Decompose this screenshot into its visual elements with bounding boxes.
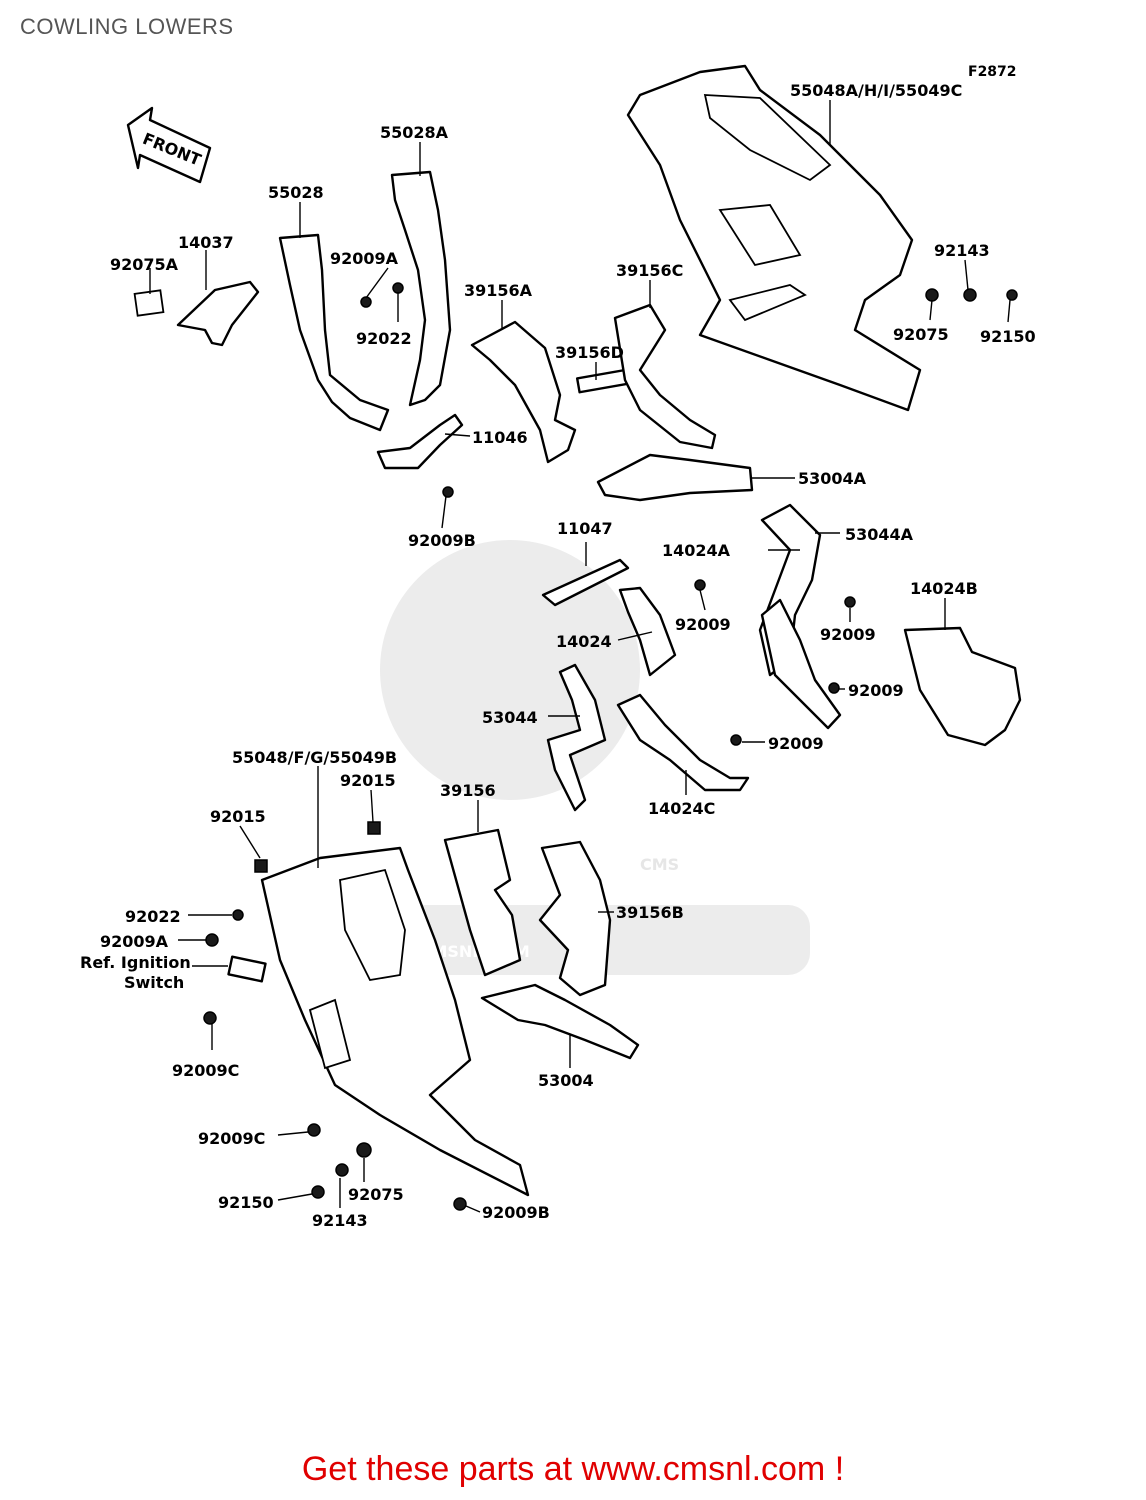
bolt-92009b-lower <box>453 1197 467 1211</box>
callout-label: 39156D <box>555 343 624 362</box>
washer-92022-lower <box>232 909 244 921</box>
inner-panel-55028 <box>278 233 390 432</box>
ref-note-line2: Switch <box>124 973 184 992</box>
exploded-parts-diagram: CMS WWW.CMSNL.COM F2872 FRONT <box>80 64 1036 1230</box>
page-title: COWLING LOWERS <box>20 14 234 39</box>
callout-label: 55048A/H/I/55049C <box>790 81 962 100</box>
pad-39156b <box>538 840 612 997</box>
callout-label: 55028A <box>380 123 449 142</box>
grommet-92143-lower <box>335 1163 349 1177</box>
callout-label: 53044A <box>845 525 914 544</box>
watermark-logo-text: CMS <box>640 855 679 874</box>
callout-label: 92009 <box>768 734 824 753</box>
lower-cowling-slot <box>308 998 352 1070</box>
upper-cowling-vent <box>703 94 832 182</box>
seal-53044 <box>546 663 607 812</box>
callout-label: 92022 <box>125 907 181 926</box>
bracket-14024c <box>616 693 750 792</box>
nut-92075-lower <box>356 1142 372 1158</box>
duct-53004 <box>480 983 640 1060</box>
callout-label: 92009B <box>408 531 476 550</box>
callout-label: 92143 <box>934 241 990 260</box>
callout-label: 92022 <box>356 329 412 348</box>
bolt-92009b <box>442 486 454 498</box>
callout-label: 92009 <box>848 681 904 700</box>
callout-label: 92143 <box>312 1211 368 1230</box>
callout-label: 39156C <box>616 261 683 280</box>
callout-label: 14024 <box>556 632 612 651</box>
callout-label: 92150 <box>980 327 1036 346</box>
bolt-92009-b <box>844 596 856 608</box>
callout-label: 92150 <box>218 1193 274 1212</box>
bracket-14024b <box>903 626 1022 747</box>
callout-labels: 55048A/H/I/55049C 55028A 55028 14037 920… <box>80 81 1036 1230</box>
bolt-92009-c <box>828 682 840 694</box>
pad-92075a <box>133 289 165 317</box>
callout-label: 14024B <box>910 579 978 598</box>
front-arrow-shape <box>126 106 212 184</box>
strip-39156d <box>575 368 631 394</box>
upper-cowling-intake <box>718 204 802 267</box>
inner-panel-55028a <box>390 170 452 407</box>
leader-lines <box>149 100 1011 1213</box>
pad-39156c <box>613 303 717 450</box>
bolt-92009c-upper <box>203 1011 217 1025</box>
ref-note-line1: Ref. Ignition <box>80 953 191 972</box>
callout-label: 11047 <box>557 519 613 538</box>
front-arrow: FRONT <box>126 106 212 184</box>
callout-label: 11046 <box>472 428 528 447</box>
pad-39156 <box>443 828 522 977</box>
callout-label: 92009A <box>330 249 399 268</box>
clip-92015-a <box>254 859 268 873</box>
callout-label: 92009C <box>198 1129 265 1148</box>
bolt-92150-lower <box>311 1185 325 1199</box>
grommet-92143 <box>963 288 977 302</box>
bolt-92009a-lower <box>205 933 219 947</box>
upper-cowling-slot <box>728 284 807 322</box>
callout-label: 55028 <box>268 183 324 202</box>
washer-92022 <box>392 282 404 294</box>
callout-label: 92075 <box>348 1185 404 1204</box>
bracket-14037 <box>176 280 260 347</box>
bracket-14024 <box>618 586 677 677</box>
strip-11047 <box>541 558 630 607</box>
promo-banner[interactable]: Get these parts at www.cmsnl.com ! <box>301 1450 845 1488</box>
callout-label: 92009 <box>675 615 731 634</box>
lower-cowling-vent <box>339 868 406 981</box>
callout-label: 53044 <box>482 708 538 727</box>
callout-label: 92009C <box>172 1061 239 1080</box>
callout-label: 92075 <box>893 325 949 344</box>
callout-label: 14037 <box>178 233 234 252</box>
fasteners <box>203 282 1018 1211</box>
callout-label: 14024A <box>662 541 731 560</box>
pad-39156a <box>470 320 577 464</box>
callout-label: 92009 <box>820 625 876 644</box>
callout-label: 92015 <box>340 771 396 790</box>
callout-label: 39156 <box>440 781 496 800</box>
bracket-11046 <box>376 413 464 470</box>
ignition-switch-ref <box>227 955 267 983</box>
callout-label: 55048/F/G/55049B <box>232 748 397 767</box>
callout-label: 92015 <box>210 807 266 826</box>
callout-label: 39156B <box>616 903 684 922</box>
parts <box>133 64 1022 1197</box>
figure-code: F2872 <box>968 64 1017 80</box>
callout-label: 53004A <box>798 469 867 488</box>
callout-label: 53004 <box>538 1071 594 1090</box>
callout-label: 14024C <box>648 799 715 818</box>
callout-label: 92009A <box>100 932 169 951</box>
duct-53004a <box>596 453 754 502</box>
bolt-92009-d <box>730 734 742 746</box>
callout-label: 92009B <box>482 1203 550 1222</box>
bolt-92009-a <box>694 579 706 591</box>
callout-label: 39156A <box>464 281 533 300</box>
nut-92075 <box>925 288 939 302</box>
bracket-14024a <box>760 598 842 730</box>
bolt-92009a <box>360 296 372 308</box>
callout-label: 92075A <box>110 255 179 274</box>
clip-92015-b <box>367 821 381 835</box>
bolt-92009c-lower <box>307 1123 321 1137</box>
bolt-92150 <box>1006 289 1018 301</box>
